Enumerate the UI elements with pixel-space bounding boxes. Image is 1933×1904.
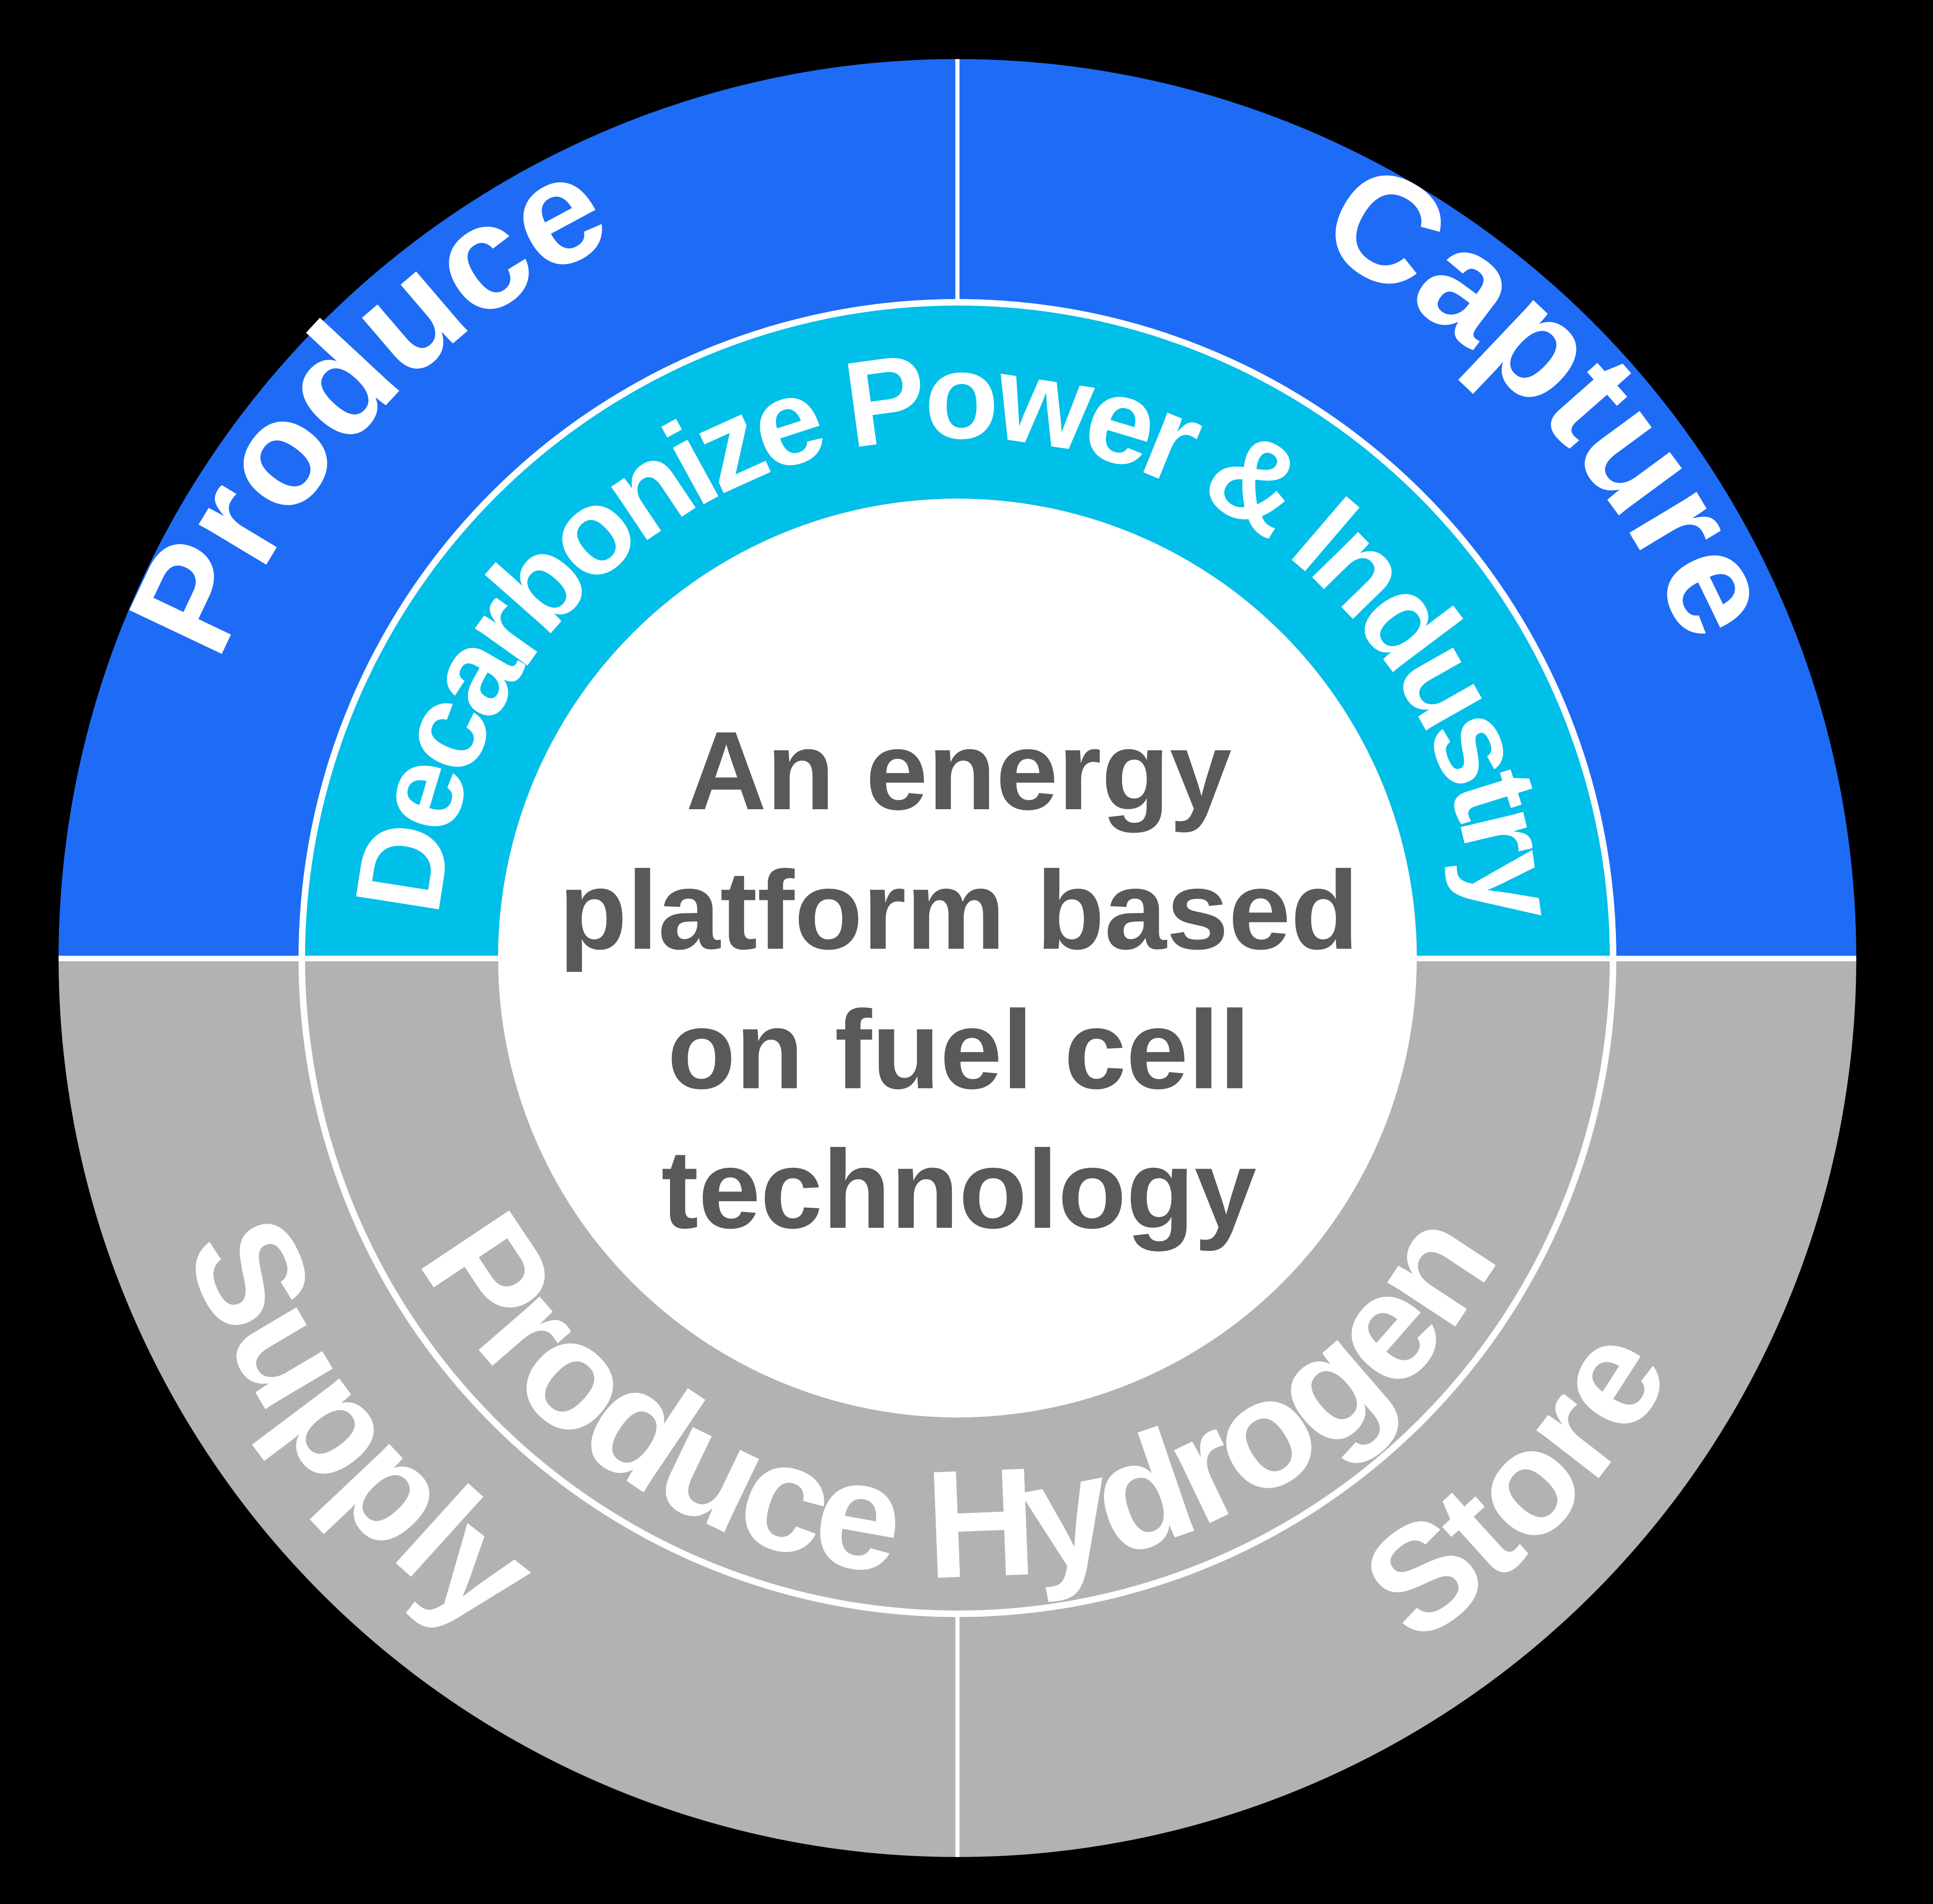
center-text-line-3: on fuel cell [667,987,1250,1112]
center-text-line-4: technology [661,1127,1256,1252]
middle-ring-bottom-segment [302,958,1613,1614]
outer-ring-bottom-segment [59,958,1856,1857]
center-text-line-2: platform based [559,848,1359,972]
center-text-line-1: An energy [686,708,1232,833]
middle-ring-top-segment [302,302,1613,959]
outer-ring-top-segment [59,59,1856,958]
